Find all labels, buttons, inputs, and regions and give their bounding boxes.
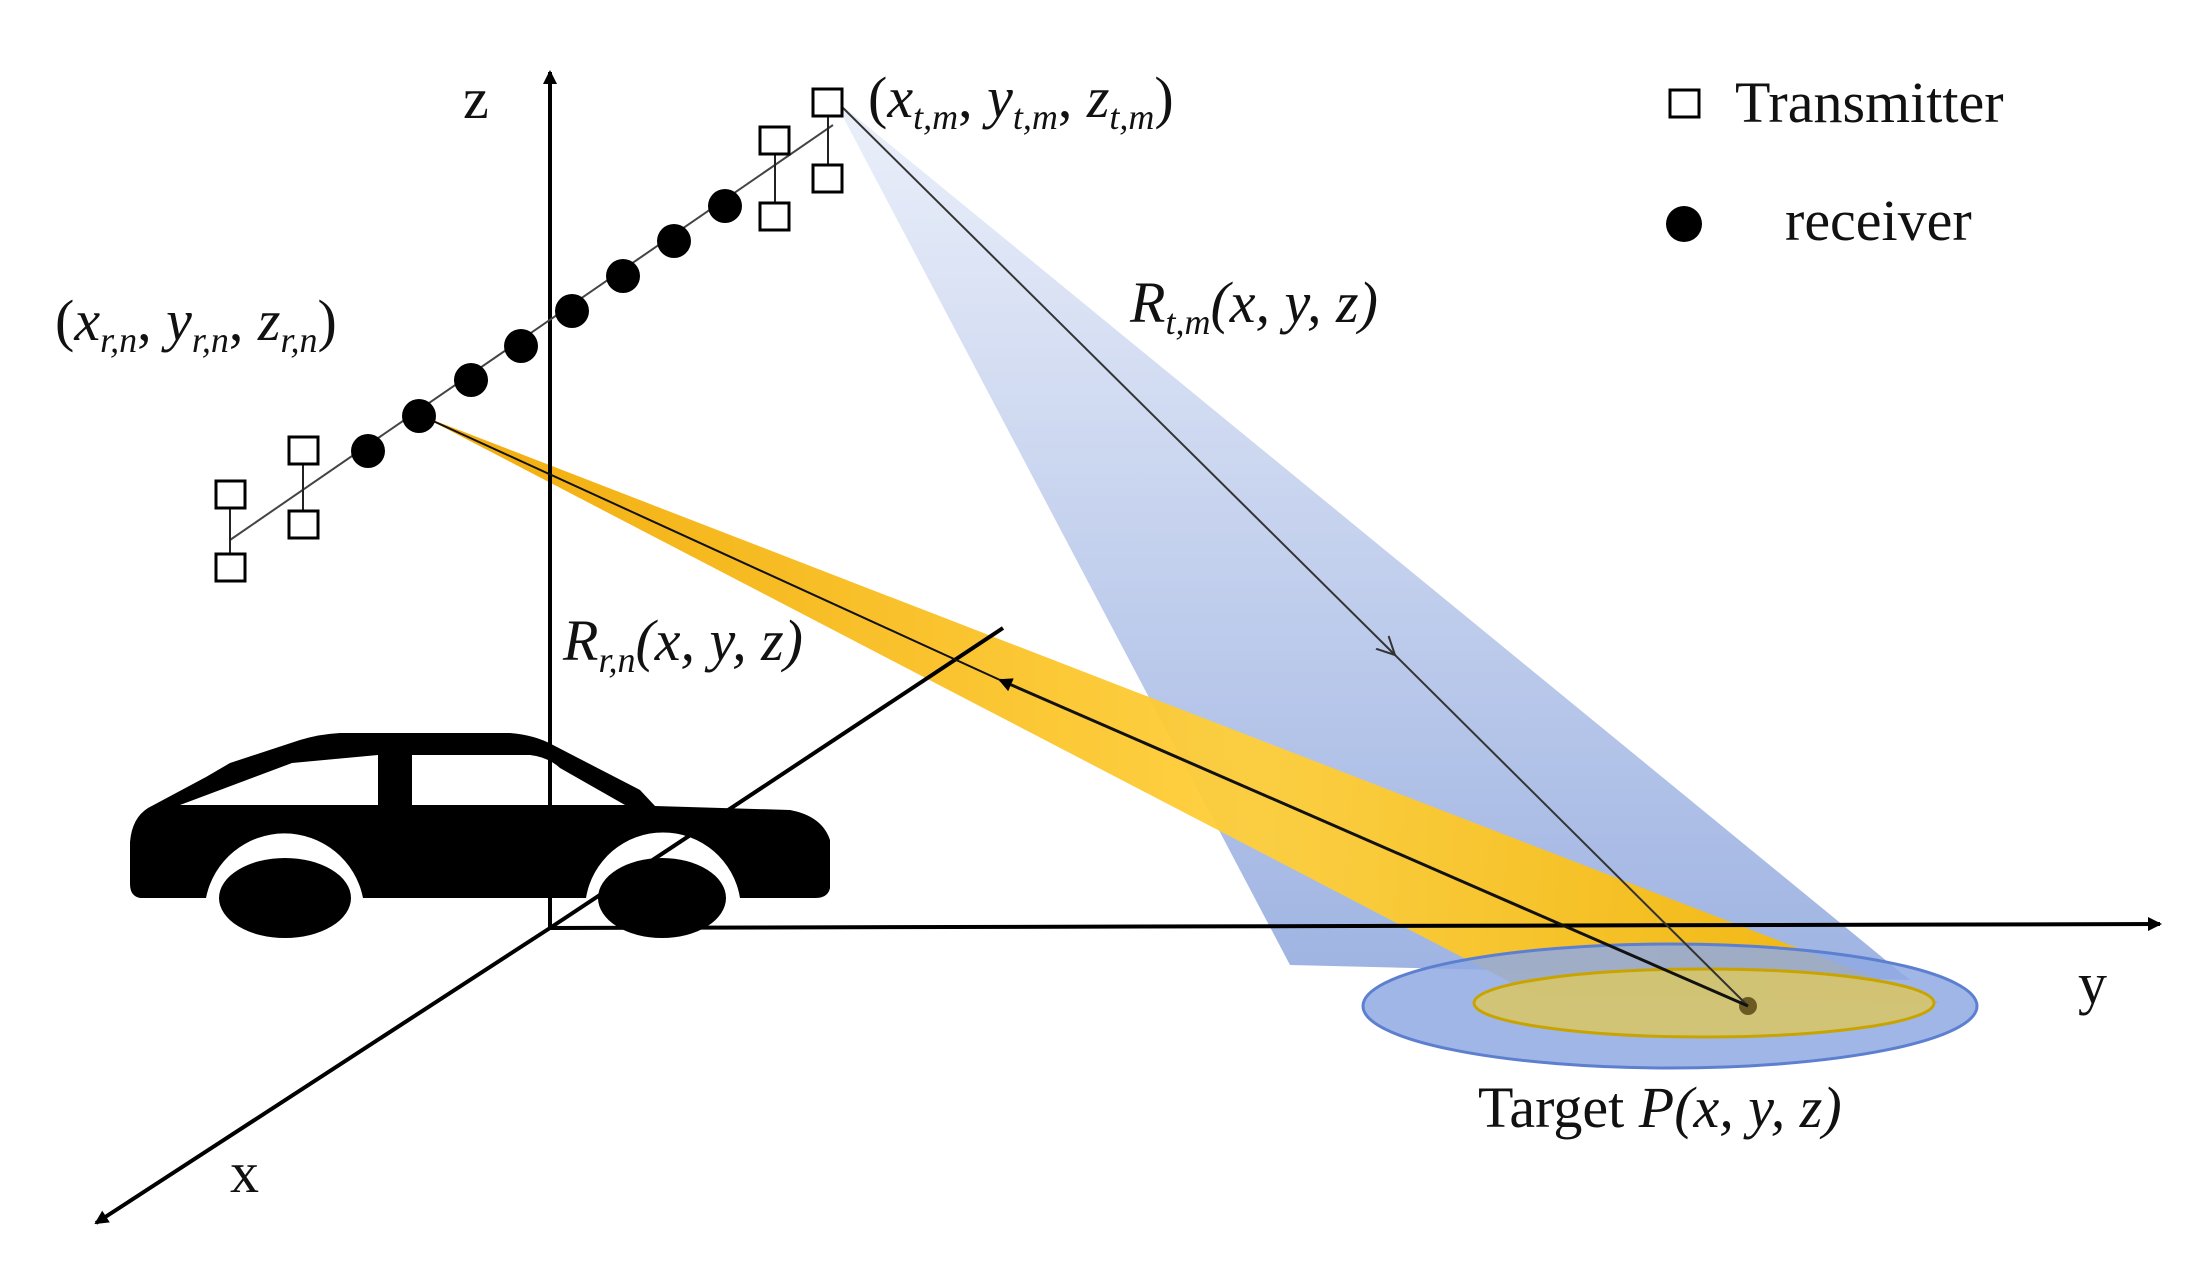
transmitter-icon (811, 163, 844, 194)
target-label: Target P(x, y, z) (1478, 1075, 1842, 1140)
legend-transmitter-icon (1668, 88, 1701, 119)
legend-receiver-icon (1666, 206, 1702, 242)
target-footprint-inner (1472, 967, 1936, 1039)
receiver-icon (454, 363, 488, 397)
receive-beam (420, 415, 1940, 1003)
range-line-receive (998, 678, 1749, 1008)
y-axis (549, 917, 2162, 932)
range-line-receive-tail (419, 414, 1001, 681)
transmitter-icon (214, 552, 247, 583)
receiver-icon (606, 259, 640, 293)
receiver-icon (402, 399, 436, 433)
transmitter-icon (214, 479, 247, 510)
x-axis-label: x (230, 1140, 259, 1205)
receiver-icon (351, 434, 385, 468)
receiver-icon (504, 329, 538, 363)
legend-transmitter-label: Transmitter (1735, 70, 2004, 135)
transmitter-icon (758, 125, 791, 156)
x-axis-front (94, 926, 552, 1225)
receiver-icon (708, 189, 742, 223)
range-line-transmit (832, 97, 1395, 655)
transmitter-icon (758, 201, 791, 232)
receive-range-label: Rr,n(x, y, z) (562, 608, 803, 680)
transmit-beam (833, 98, 1910, 980)
transmitter-coordinate-label: (xt,m, yt,m, zt,m) (868, 65, 1174, 137)
x-axis-back (548, 626, 1005, 930)
range-line-transmit-tail (1394, 654, 1749, 1007)
transmitter-icon (811, 87, 844, 118)
y-axis-label: y (2078, 951, 2107, 1016)
transmitter-icon (287, 509, 320, 540)
legend-receiver-label: receiver (1785, 188, 1972, 253)
transmit-range-label: Rt,m(x, y, z) (1129, 270, 1378, 342)
car-icon (130, 733, 830, 938)
receiver-icon (657, 224, 691, 258)
receiver-icon (555, 294, 589, 328)
transmitter-icon (287, 435, 320, 466)
z-axis-label: z (463, 66, 489, 131)
receiver-coordinate-label: (xr,n, yr,n, zr,n) (55, 288, 337, 360)
